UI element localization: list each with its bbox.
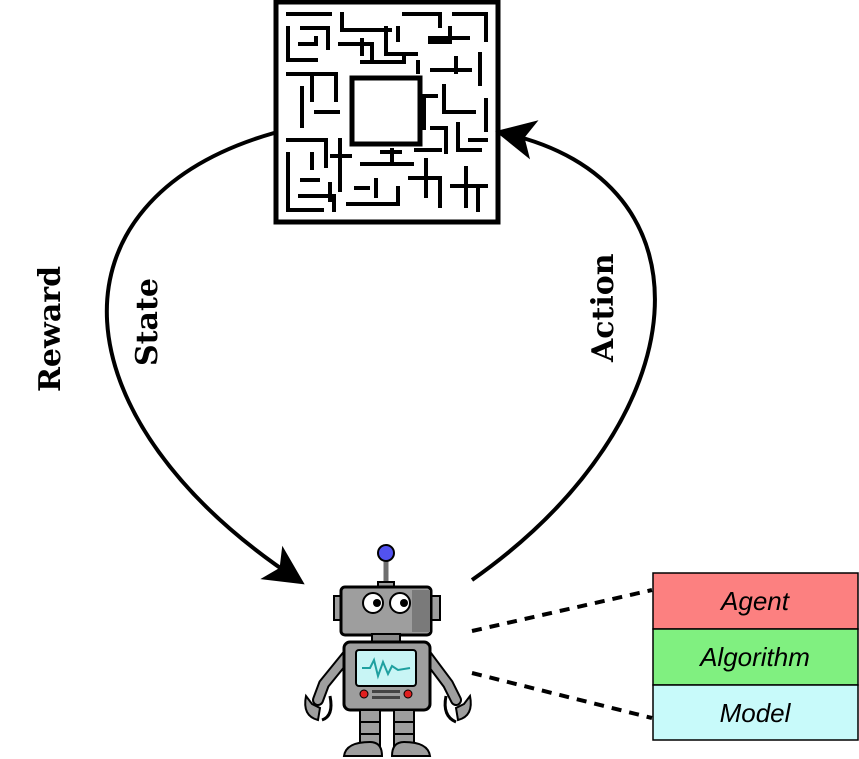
reward-label: Reward (33, 266, 68, 392)
action-label: Action (586, 253, 621, 363)
model-box: Model (652, 684, 859, 741)
model-label: Model (720, 698, 792, 728)
action-arrow (470, 120, 657, 582)
algorithm-box: Algorithm (652, 628, 859, 686)
agent-label: Agent (719, 586, 791, 616)
state-reward-arrow (104, 131, 305, 585)
state-label: State (130, 278, 165, 366)
algorithm-label: Algorithm (698, 642, 810, 672)
connector-model (471, 671, 653, 720)
agent-box: Agent (652, 572, 859, 630)
connector-agent (471, 588, 653, 633)
maze-icon (273, 0, 501, 225)
robot-icon (304, 544, 472, 757)
